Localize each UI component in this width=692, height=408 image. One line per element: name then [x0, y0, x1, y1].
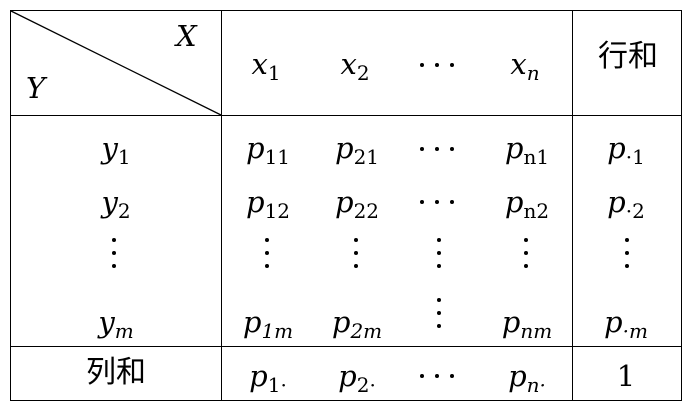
cell-p2-dot: p2·	[338, 359, 376, 397]
sum-p-dot-m: p·m	[604, 305, 648, 343]
cell-pn-dot: pn·	[508, 359, 546, 397]
cell-pn1: pn1	[504, 131, 550, 169]
cell-p1m: p1m	[242, 305, 294, 343]
row-label-ym: ym	[98, 305, 134, 343]
header-hdots	[420, 62, 456, 68]
probability-table	[10, 10, 682, 401]
vdots-sum-col	[624, 238, 630, 272]
grand-total: 1	[616, 359, 636, 393]
cell-pn2: pn2	[504, 185, 550, 223]
cell-p2m: p2m	[331, 305, 383, 343]
header-xn: xn	[510, 47, 540, 85]
row-sum-header: 行和	[598, 39, 658, 74]
column-sum-label: 列和	[86, 355, 146, 390]
vdots-label-col	[111, 238, 117, 272]
vdots-col2	[353, 238, 359, 272]
divider-row-sum-column	[572, 10, 573, 401]
vdots-ellipsis-col	[436, 238, 442, 272]
vdots-coln	[523, 238, 529, 272]
cell-p22: p22	[334, 185, 380, 223]
header-x1: x1	[251, 47, 281, 85]
row-label-y2: y2	[101, 185, 131, 223]
cell-p21: p21	[334, 131, 380, 169]
column-variable-label: X	[176, 19, 197, 53]
row-label-y1: y1	[101, 131, 131, 169]
cell-p1-dot: p1·	[249, 359, 287, 397]
sum-p-dot-2: p·2	[607, 185, 645, 223]
cell-pnm: pnm	[501, 305, 553, 343]
divider-sum-row	[10, 346, 682, 347]
cell-p11: p11	[245, 131, 291, 169]
row1-hdots	[420, 146, 456, 152]
footer-hdots	[420, 373, 456, 379]
vdots-ellipsis-col-lower	[436, 298, 442, 332]
cell-p12: p12	[245, 185, 291, 223]
sum-p-dot-1: p·1	[607, 131, 645, 169]
row2-hdots	[420, 199, 456, 205]
row-variable-label: Y	[26, 71, 46, 105]
divider-header-row	[10, 115, 682, 116]
vdots-col1	[264, 238, 270, 272]
header-x2: x2	[340, 47, 370, 85]
divider-header-column	[221, 10, 222, 401]
corner-diagonal	[10, 10, 222, 116]
